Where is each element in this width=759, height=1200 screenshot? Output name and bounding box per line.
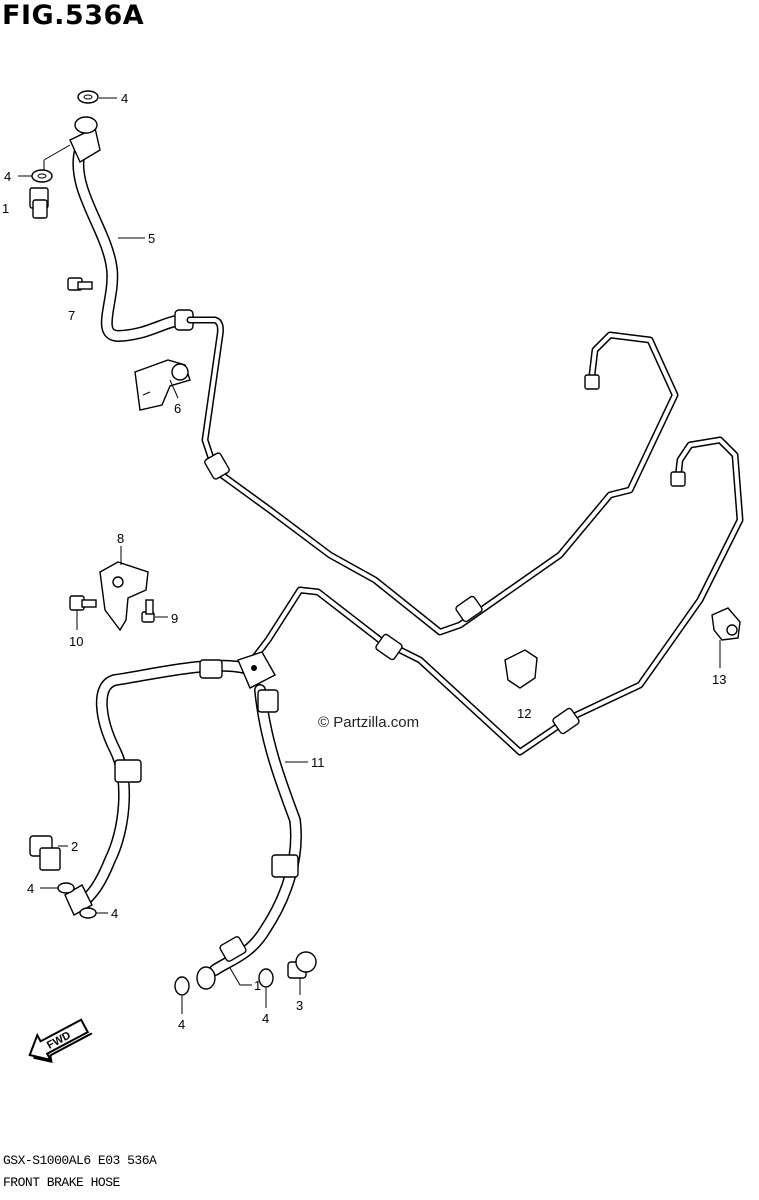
- hose-fitting: [199, 659, 223, 679]
- callout-2: 2: [71, 839, 78, 854]
- callout-8: 8: [117, 531, 124, 546]
- figure-caption: FRONT BRAKE HOSE: [3, 1175, 120, 1190]
- callout-13: 13: [712, 672, 726, 687]
- banjo-eye: [74, 116, 98, 134]
- union-bolt-icon[interactable]: [29, 187, 49, 219]
- washer-icon[interactable]: [57, 882, 75, 894]
- clamp-icon[interactable]: [134, 359, 191, 411]
- hose-fitting: [219, 936, 247, 962]
- clamp-icon[interactable]: [711, 607, 741, 641]
- pipe-nut: [584, 374, 600, 390]
- bolt-icon[interactable]: [67, 277, 93, 291]
- three-way-joint[interactable]: [237, 651, 276, 689]
- washer-icon[interactable]: [258, 968, 274, 988]
- washer-icon[interactable]: [174, 976, 190, 996]
- watermark: © Partzilla.com: [318, 714, 419, 731]
- bolt-icon[interactable]: [69, 595, 97, 611]
- washer-icon[interactable]: [196, 966, 216, 990]
- union-bolt-icon[interactable]: [287, 951, 317, 979]
- callout-4: 4: [27, 881, 34, 896]
- callout-1: 1: [254, 978, 261, 993]
- washer-icon[interactable]: [79, 907, 97, 919]
- union-bolt-icon[interactable]: [29, 835, 61, 871]
- callout-4: 4: [262, 1011, 269, 1026]
- figure-title: FIG.536A: [2, 0, 145, 31]
- callout-9: 9: [171, 611, 178, 626]
- leader-lines: [18, 97, 721, 1014]
- right-brake-pipe[interactable]: [241, 436, 744, 756]
- callout-1: 1: [2, 201, 9, 216]
- callout-12: 12: [517, 706, 531, 721]
- callout-4: 4: [111, 906, 118, 921]
- callout-10: 10: [69, 634, 83, 649]
- fwd-arrow-icon: FWD: [28, 1018, 93, 1063]
- upper-brake-hose[interactable]: [69, 116, 194, 342]
- pipe-sleeve: [375, 633, 403, 661]
- clamp-icon[interactable]: [504, 649, 538, 689]
- footer: GSX-S1000AL6 E03 536A FRONT BRAKE HOSE: [3, 1150, 157, 1194]
- bolt-icon[interactable]: [141, 599, 155, 623]
- pipe-sleeve: [455, 595, 483, 623]
- hose-clamp: [271, 854, 299, 878]
- callout-4: 4: [178, 1017, 185, 1032]
- callout-4: 4: [4, 169, 11, 184]
- banjo-fitting: [64, 884, 93, 916]
- lower-brake-hose-left[interactable]: [64, 659, 251, 916]
- callout-6: 6: [174, 401, 181, 416]
- callout-3: 3: [296, 998, 303, 1013]
- callout-7: 7: [68, 308, 75, 323]
- callout-11: 11: [311, 755, 325, 770]
- hose-fitting: [257, 689, 279, 713]
- model-code: GSX-S1000AL6 E03 536A: [3, 1153, 157, 1168]
- hose-clamp: [114, 759, 142, 783]
- callout-4: 4: [121, 91, 128, 106]
- bracket-icon[interactable]: [99, 561, 149, 632]
- upper-brake-pipe[interactable]: [186, 316, 679, 636]
- pipe-sleeve: [552, 707, 580, 735]
- lower-brake-hose-right[interactable]: [209, 684, 302, 976]
- pipe-sleeve: [204, 452, 230, 480]
- callout-5: 5: [148, 231, 155, 246]
- pipe-nut: [670, 471, 686, 487]
